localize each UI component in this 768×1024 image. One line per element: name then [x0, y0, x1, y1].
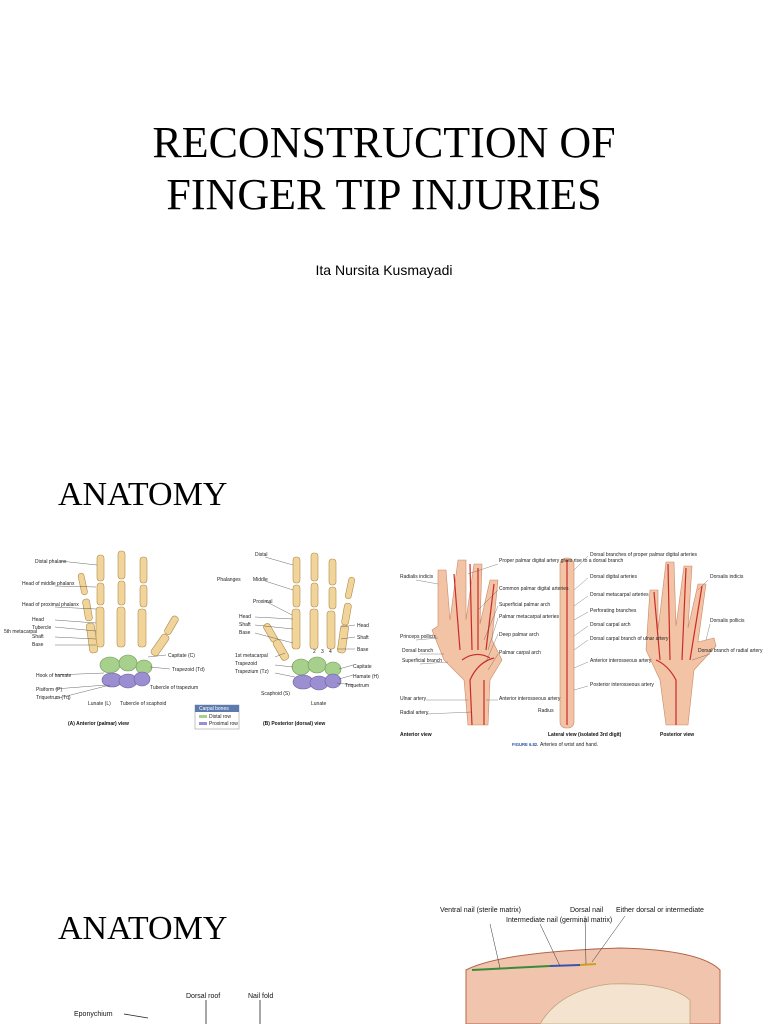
- bone-label-head-middle-phalanx: Head of middle phalanx: [22, 581, 75, 587]
- artery-label-common-palmar: Common palmar digital arteries: [499, 586, 569, 592]
- nail-label-dorsal: Dorsal nail: [570, 907, 604, 914]
- artery-label-dorsalis-pollicis: Dorsalis pollicis: [710, 618, 745, 624]
- artery-label-dorsal-branch-radial: Dorsal branch of radial artery: [698, 648, 763, 654]
- bone-label-base: Base: [32, 642, 44, 648]
- nail-label-dorsal-roof: Dorsal roof: [186, 993, 220, 1000]
- bone-label-hamate: Hamate (H): [353, 674, 379, 680]
- artery-label-dorsal-carpal-arch: Dorsal carpal arch: [590, 622, 631, 628]
- bone-label-triquetrum-b: Triquetrum: [345, 683, 369, 689]
- slide-title-line1: RECONSTRUCTION OF: [152, 118, 616, 167]
- bone-label-capitate-b: Capitate: [353, 664, 372, 670]
- artery-label-perforating: Perforating branches: [590, 608, 637, 614]
- bone-label-trapezium: Trapezium (Tz): [235, 669, 269, 675]
- digit-label-4: 4: [329, 649, 332, 655]
- arteries-figure: Radialis indicis Princeps pollicis Dorsa…: [400, 552, 763, 748]
- artery-label-dorsal-branch: Dorsal branch: [402, 648, 433, 654]
- bone-label-base-b: Base: [239, 630, 251, 636]
- bone-label-shaft: Shaft: [32, 634, 44, 640]
- nail-label-intermediate: Intermediate nail (germinal matrix): [506, 917, 612, 924]
- bone-label-5th-metacarpal: 5th metacarpal: [4, 629, 37, 635]
- artery-label-posterior-interosseous: Posterior interosseous artery: [590, 682, 654, 688]
- artery-label-palmar-carpal: Palmar carpal arch: [499, 650, 541, 656]
- bone-label-base-r: Base: [357, 647, 369, 653]
- artery-label-superficial-arch: Superficial palmar arch: [499, 602, 550, 608]
- bone-label-pisiform: Pisiform (P): [36, 687, 62, 693]
- figure-caption-posterior: (B) Posterior (dorsal) view: [263, 721, 325, 727]
- artery-label-dorsal-carpal-ulnar: Dorsal carpal branch of ulnar artery: [590, 636, 669, 642]
- artery-label-superficial-branch: Superficial branch: [402, 658, 442, 664]
- artery-label-anterior-interosseous: Anterior interosseous artery: [499, 696, 561, 702]
- bone-label-triquetrum: Triquetrum (Tq): [36, 695, 71, 701]
- artery-label-radialis-indicis: Radialis indicis: [400, 574, 434, 580]
- bone-label-shaft-b: Shaft: [239, 622, 251, 628]
- anatomy-heading-2: ANATOMY: [58, 910, 228, 947]
- bone-label-shaft-r: Shaft: [357, 635, 369, 641]
- artery-label-deep-arch: Deep palmar arch: [499, 632, 539, 638]
- bone-label-lunate: Lunate (L): [88, 701, 111, 707]
- anatomy-slide-2: ANATOMY Ventral nail (sterile matrix) In…: [0, 840, 768, 1024]
- author-name: Ita Nursita Kusmayadi: [315, 262, 453, 278]
- bone-label-tubercle-scaphoid: Tubercle of scaphoid: [120, 701, 166, 707]
- bone-label-phalanges: Phalanges: [217, 577, 241, 583]
- nail-label-either: Either dorsal or intermediate: [616, 907, 704, 914]
- nail-label-ventral: Ventral nail (sterile matrix): [440, 907, 521, 914]
- hand-bones-anterior-figure: Distal phalanx Head of middle phalanx He…: [4, 550, 205, 727]
- artery-label-radius: Radius: [538, 708, 554, 714]
- nail-fold-figure: Eponychium Dorsal roof Nail fold: [74, 993, 273, 1024]
- artery-label-dorsal-metacarpal: Dorsal metacarpal arteries: [590, 592, 649, 598]
- bone-label-proximal: Proximal: [253, 599, 272, 605]
- bone-label-middle: Middle: [253, 577, 268, 583]
- nail-label-eponychium: Eponychium: [74, 1011, 113, 1018]
- bone-label-distal-phalanx: Distal phalanx: [35, 559, 67, 565]
- bone-label-trapezoid-b: Trapezoid: [235, 661, 257, 667]
- bone-label-lunate-b: Lunate: [311, 701, 327, 707]
- bone-label-tubercle-trapezium: Tubercle of trapezium: [150, 685, 198, 691]
- view-label-posterior: Posterior view: [660, 732, 694, 738]
- bone-label-head: Head: [32, 617, 44, 623]
- digit-label-2: 2: [313, 649, 316, 655]
- artery-label-princeps-pollicis: Princeps pollicis: [400, 634, 436, 640]
- artery-label-ulnar: Ulnar artery: [400, 696, 427, 702]
- bone-label-hook-of-hamate: Hook of hamate: [36, 673, 72, 679]
- figure-caption: Arteries of wrist and hand.: [540, 742, 598, 748]
- bone-label-distal: Distal: [255, 552, 268, 558]
- anatomy-slide-1: ANATOMY Distal phalanx Head of middle ph…: [0, 430, 768, 840]
- bone-label-scaphoid: Scaphoid (S): [261, 691, 290, 697]
- digit-label-3: 3: [321, 649, 324, 655]
- artery-label-radial: Radial artery: [400, 710, 429, 716]
- bone-label-1st-metacarpal: 1st metacarpal: [235, 653, 268, 659]
- slide-title-line2: FINGER TIP INJURIES: [166, 170, 602, 219]
- artery-label-dorsalis-indicis: Dorsalis indicis: [710, 574, 744, 580]
- legend-distal-row: Distal row: [209, 714, 231, 720]
- title-slide: RECONSTRUCTION OF FINGER TIP INJURIES It…: [0, 0, 768, 430]
- artery-label-dorsal-branches: Dorsal branches of proper palmar digital…: [590, 552, 697, 558]
- view-label-anterior: Anterior view: [400, 732, 432, 738]
- legend-proximal-row: Proximal row: [209, 721, 238, 727]
- artery-label-anterior-interosseous-r: Anterior interosseous artery: [590, 658, 652, 664]
- bone-label-capitate: Capitate (C): [168, 653, 195, 659]
- hand-bones-posterior-figure: 2 3 4 Distal Middle Proximal Phalanges H…: [194, 552, 379, 730]
- artery-label-palmar-metacarpal: Palmar metacarpal arteries: [499, 614, 560, 620]
- artery-label-proper-palmar: Proper palmar digital artery gives rise …: [499, 558, 623, 564]
- anatomy-heading-1: ANATOMY: [58, 476, 228, 513]
- bone-label-head-b: Head: [239, 614, 251, 620]
- figure-caption-anterior: (A) Anterior (palmar) view: [68, 721, 129, 727]
- figure-label: FIGURE 6.82.: [512, 742, 538, 747]
- legend-title: Carpal bones: [199, 706, 229, 712]
- nail-anatomy-figure: Ventral nail (sterile matrix) Intermedia…: [440, 907, 721, 1024]
- bone-label-trapezoid: Trapezoid (Td): [172, 667, 205, 673]
- nail-label-nail-fold: Nail fold: [248, 993, 273, 1000]
- artery-label-dorsal-digital: Dorsal digital arteries: [590, 574, 637, 580]
- bone-label-head-proximal-phalanx: Head of proximal phalanx: [22, 602, 79, 608]
- carpal-bones-legend: Carpal bones Distal row Proximal row: [194, 704, 240, 730]
- bone-label-tubercle: Tubercle: [32, 625, 51, 631]
- bone-label-head-r: Head: [357, 623, 369, 629]
- view-label-lateral: Lateral view (isolated 3rd digit): [548, 732, 622, 738]
